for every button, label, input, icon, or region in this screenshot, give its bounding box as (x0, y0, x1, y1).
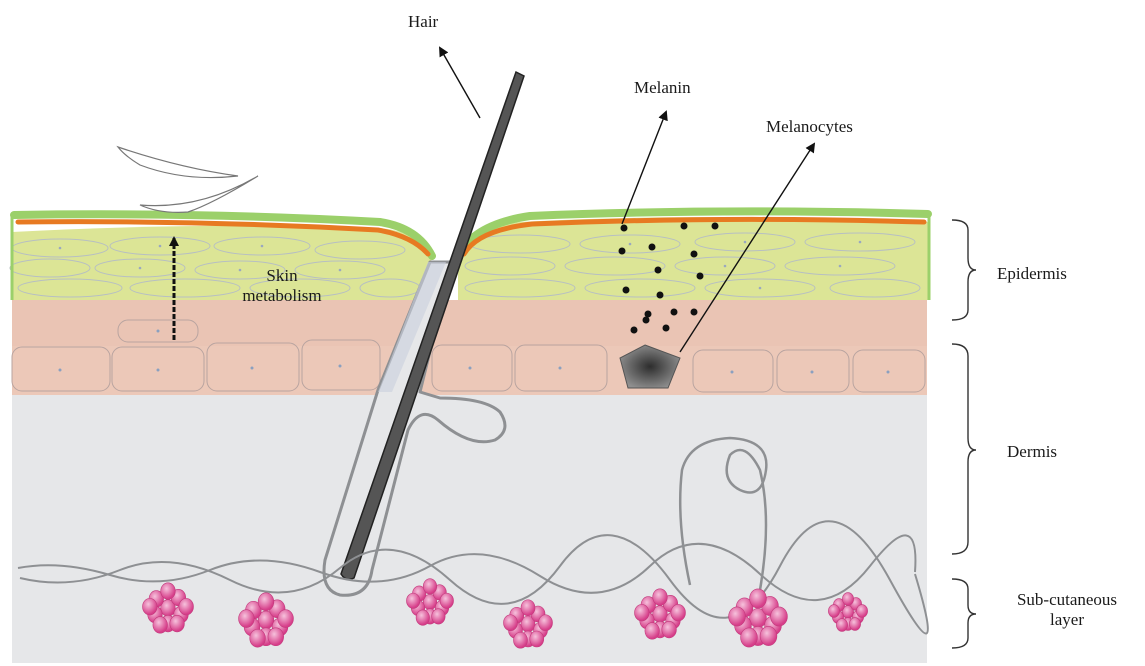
subcutaneous-label: Sub-cutaneous layer (996, 590, 1138, 630)
fat-cell (741, 628, 758, 647)
fat-cell (521, 600, 535, 616)
fat-cell (729, 607, 746, 626)
skin-metabolism-label-line2: metabolism (232, 286, 332, 306)
melanin-label: Melanin (634, 78, 691, 98)
fat-cell (268, 628, 284, 646)
fat-cell (258, 593, 274, 611)
skin-metabolism-label-line1: Skin (232, 266, 332, 286)
fat-cell (771, 607, 788, 626)
fat-cell (514, 632, 528, 648)
epidermis-brace (952, 220, 976, 320)
fat-cell (530, 631, 544, 647)
fat-cell (504, 615, 518, 631)
fat-cell (836, 619, 847, 632)
fat-cell (856, 605, 867, 618)
fat-cell (662, 621, 677, 638)
fat-cell (849, 618, 860, 631)
fat-cell (161, 583, 176, 600)
fat-cell (828, 605, 839, 618)
fat-cell (432, 609, 445, 624)
fat-cell (406, 593, 419, 608)
skin-metabolism-label: Skin metabolism (232, 266, 332, 306)
epidermis-label: Epidermis (997, 264, 1067, 284)
subcutaneous-label-line2: layer (996, 610, 1138, 630)
fat-cell (760, 626, 777, 645)
fat-cell (278, 610, 294, 628)
epidermis-right (458, 217, 928, 300)
pink-upper-layer (12, 300, 927, 346)
fat-cell (842, 593, 853, 606)
fat-cell (635, 604, 650, 621)
dermis-brace (952, 344, 976, 554)
fat-cell (239, 610, 255, 628)
melanin-pointer-arrow (622, 112, 666, 224)
fat-cell (416, 610, 429, 625)
fat-cell (653, 589, 668, 606)
fat-cell (250, 629, 266, 647)
basal-cell-layer (12, 345, 927, 395)
fat-cell (440, 593, 453, 608)
dermis-label: Dermis (1007, 442, 1057, 462)
fat-cell (539, 615, 553, 631)
fat-cell (671, 604, 686, 621)
subcutaneous-label-line1: Sub-cutaneous (996, 590, 1138, 610)
fat-cell (423, 579, 436, 594)
skin-flakes (118, 147, 258, 212)
fat-cell (645, 623, 660, 640)
fat-cell (179, 598, 194, 615)
fat-cell (750, 589, 767, 608)
hair-label: Hair (408, 12, 438, 32)
fat-cell (153, 617, 168, 634)
subcutaneous-brace (952, 579, 976, 648)
fat-cell (170, 615, 185, 632)
melanocytes-label: Melanocytes (766, 117, 853, 137)
hair-pointer-arrow (440, 48, 480, 118)
fat-cell (143, 598, 158, 615)
